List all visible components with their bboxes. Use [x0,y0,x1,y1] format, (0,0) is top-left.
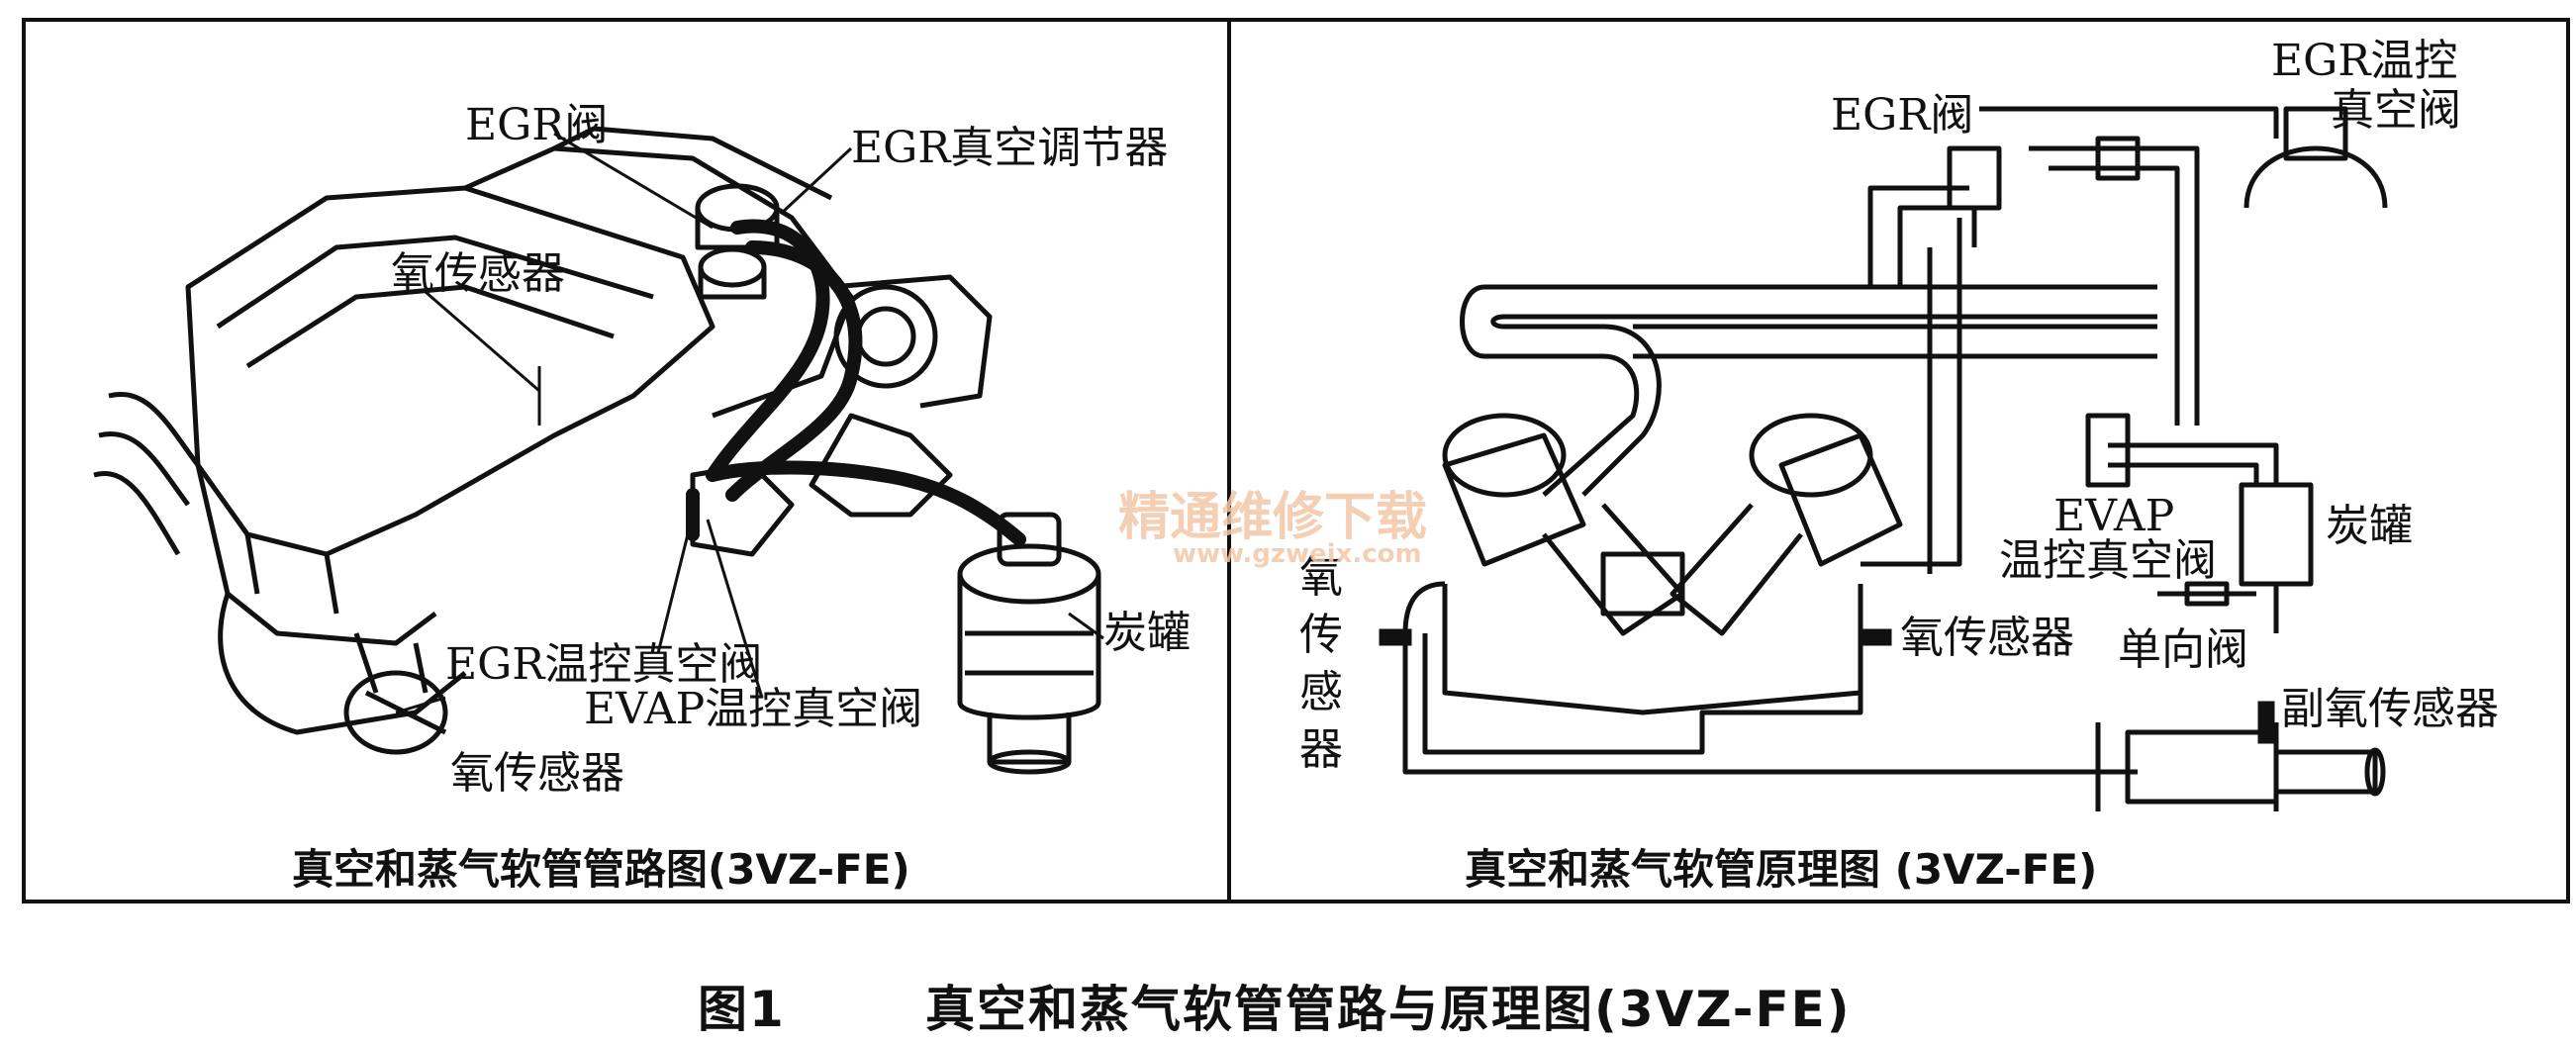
label-evap-1: EVAP [2053,491,2175,541]
figure-number: 图1 [698,981,786,1038]
caption-right: 真空和蒸气软管原理图 (3VZ-FE) [1465,845,2098,894]
label-egr-vsv-right-1: EGR温控 [2271,36,2458,86]
figure-frame [22,18,2570,903]
label-egr-valve-left: EGR阀 [465,100,609,150]
label-check-valve: 单向阀 [2118,624,2248,675]
label-canister-right: 炭罐 [2326,501,2413,551]
label-o2-sensor-top: 氧传感器 [391,248,565,299]
vacuum-hoses-left [686,219,1026,546]
label-evap-2: 温控真空阀 [1999,535,2217,586]
label-o2-sensor-right: 氧传感器 [1900,613,2074,663]
label-canister-left: 炭罐 [1103,608,1191,658]
label-egr-valve-right: EGR阀 [1831,90,1974,141]
label-o2-sensor-bottom: 氧传感器 [450,748,624,799]
caption-left: 真空和蒸气软管管路图(3VZ-FE) [292,845,910,894]
label-o2-sensor-left-vertical: 氧传感器 [1299,552,1343,775]
schematic [1402,106,2388,811]
engine-drawing [93,126,1101,775]
panel-divider [1227,18,1231,903]
label-sub-o2-sensor: 副氧传感器 [2281,684,2499,734]
leader-lines-left [395,132,1104,714]
watermark-url: www.gzweix.com [1173,539,1422,569]
label-egr-vacuum-regulator: EGR真空调节器 [851,123,1169,173]
figure-title: 真空和蒸气软管管路与原理图(3VZ-FE) [925,981,1852,1038]
label-egr-vsv-left: EGR温控真空阀 [445,639,763,690]
label-egr-vsv-right-2: 真空阀 [2331,85,2461,136]
watermark-text: 精通维修下载 [1118,488,1428,547]
o2-sensor-icons [1379,628,2275,744]
label-evap-vsv-left: EVAP温控真空阀 [584,684,923,734]
